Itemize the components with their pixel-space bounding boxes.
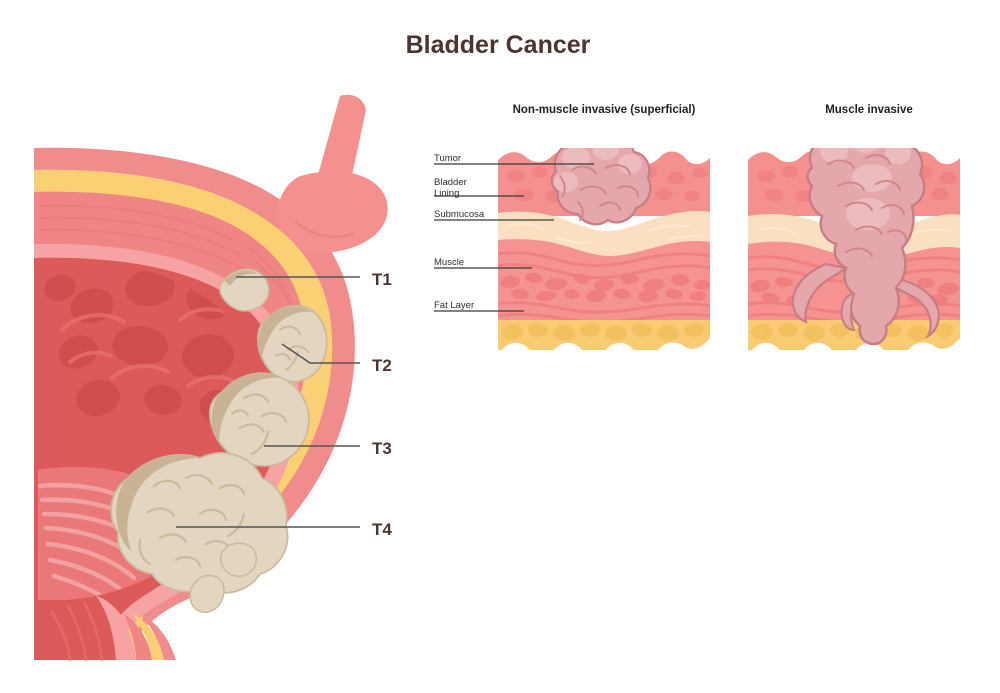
panel1-tumor xyxy=(550,148,652,226)
label-submucosa: Submucosa xyxy=(434,209,485,220)
panel2-fat-lobules xyxy=(751,323,954,341)
panel-invasive: Muscle invasive xyxy=(748,104,960,350)
panel1-fat-lobules xyxy=(501,323,704,341)
tumor-t3 xyxy=(208,372,310,467)
panel2-tumor xyxy=(791,148,940,346)
stage-label-t3: T3 xyxy=(372,439,392,458)
label-tumor: Tumor xyxy=(434,153,461,164)
tumor-satellite-2 xyxy=(189,574,225,614)
leader-line-t2 xyxy=(281,343,360,364)
tumor-satellite-1 xyxy=(220,542,257,577)
ureter xyxy=(277,94,388,253)
stage-label-t2: T2 xyxy=(372,356,392,375)
panel-superficial-tissue xyxy=(498,148,710,350)
label-bladder-lining-line2: Lining xyxy=(434,188,459,199)
panel-invasive-title: Muscle invasive xyxy=(825,104,913,116)
label-bladder-lining-line1: Bladder xyxy=(434,177,467,188)
ureter-junction xyxy=(277,171,388,253)
panel1-submucosa-texture xyxy=(507,222,705,244)
stage-label-t4: T4 xyxy=(372,520,392,539)
panel1-submucosa xyxy=(498,211,710,256)
bladder-cross-section: T1 T2 T3 T4 xyxy=(34,94,392,662)
ureter-fold-line xyxy=(294,220,354,238)
page-title: Bladder Cancer xyxy=(406,31,591,59)
panel-superficial: Non-muscle invasive (superficial) xyxy=(434,104,710,350)
panel-invasive-tissue xyxy=(748,148,960,350)
panel-superficial-title: Non-muscle invasive (superficial) xyxy=(513,104,696,116)
stage-label-t1: T1 xyxy=(372,270,392,289)
panel1-fat xyxy=(498,320,710,350)
tumor-t1 xyxy=(219,268,270,312)
panel2-fat xyxy=(748,320,960,350)
panel1-muscle-bundles xyxy=(500,272,710,303)
stage-leader-lines xyxy=(176,276,360,528)
label-fat-layer: Fat Layer xyxy=(434,300,474,311)
panel1-label-leaders xyxy=(434,163,594,312)
urethra xyxy=(34,596,176,662)
label-muscle: Muscle xyxy=(434,257,464,268)
tumor-t4 xyxy=(110,452,289,614)
